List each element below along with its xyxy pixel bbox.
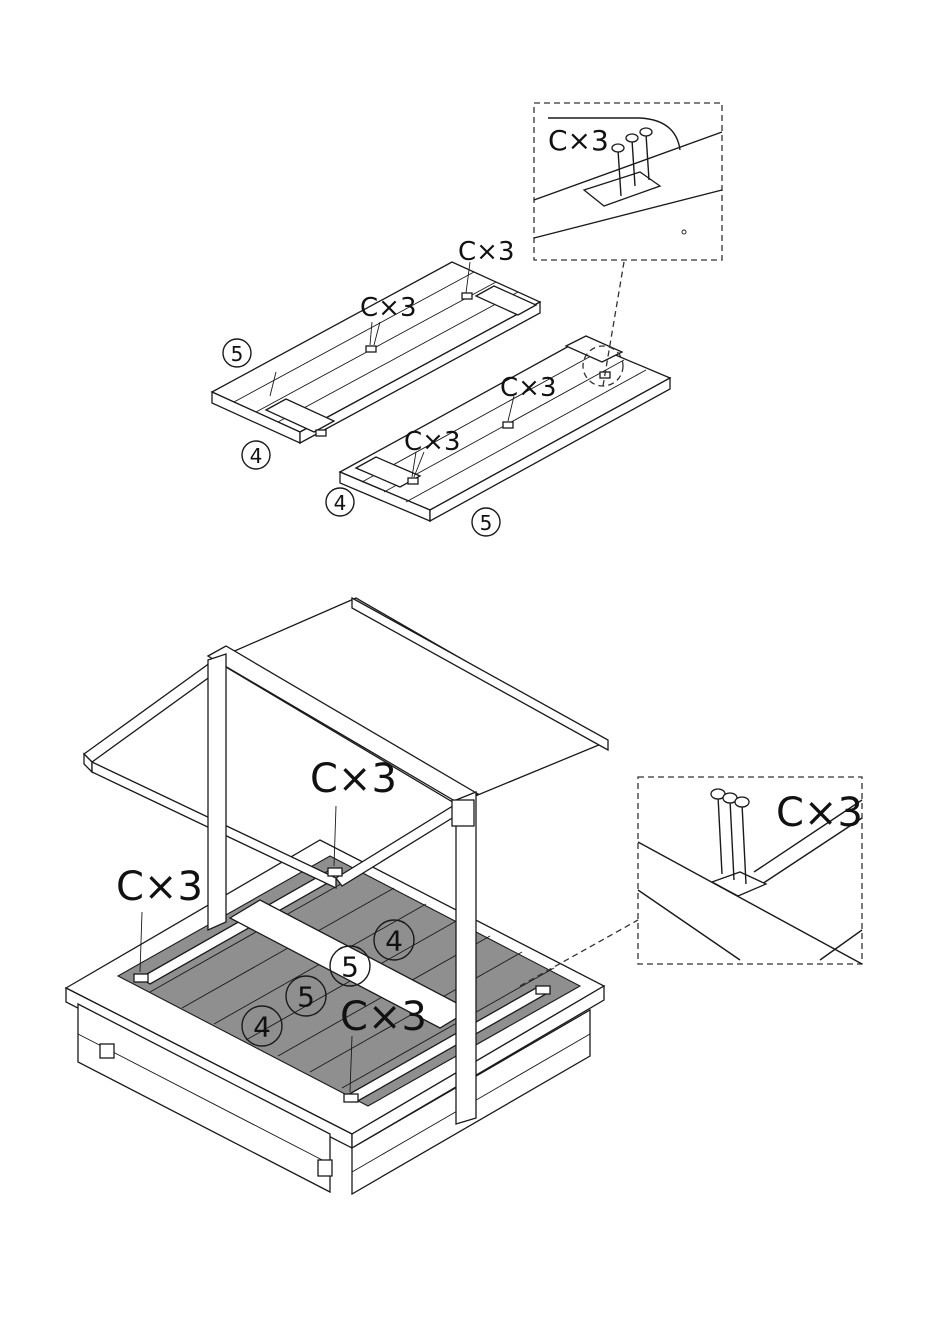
qty-label-detail-top: C×3 — [548, 124, 609, 157]
svg-text:5: 5 — [297, 981, 315, 1014]
svg-text:4: 4 — [250, 444, 263, 468]
qty-label-bottom-detail: C×3 — [776, 790, 863, 836]
part-callout-5-top-right: 5 — [472, 508, 500, 536]
qty-label-bottom-roof: C×3 — [310, 756, 397, 802]
part-callout-4-top-left: 4 — [242, 441, 270, 469]
screw-icon — [711, 789, 749, 884]
svg-text:4: 4 — [334, 491, 347, 515]
qty-label-top-d: C×3 — [404, 427, 460, 457]
qty-label-bottom-left: C×3 — [116, 864, 203, 910]
part-callout-4-top-right: 4 — [326, 488, 354, 516]
qty-label-top-c: C×3 — [500, 373, 556, 403]
qty-label-bottom-front: C×3 — [340, 994, 427, 1040]
qty-label-top-a: C×3 — [458, 237, 514, 267]
svg-text:5: 5 — [231, 342, 244, 366]
qty-label-top-b: C×3 — [360, 293, 416, 323]
part-callout-5-top-left: 5 — [223, 339, 251, 367]
svg-text:5: 5 — [341, 951, 359, 984]
svg-text:4: 4 — [385, 925, 403, 958]
svg-text:5: 5 — [480, 511, 493, 535]
svg-text:4: 4 — [253, 1011, 271, 1044]
